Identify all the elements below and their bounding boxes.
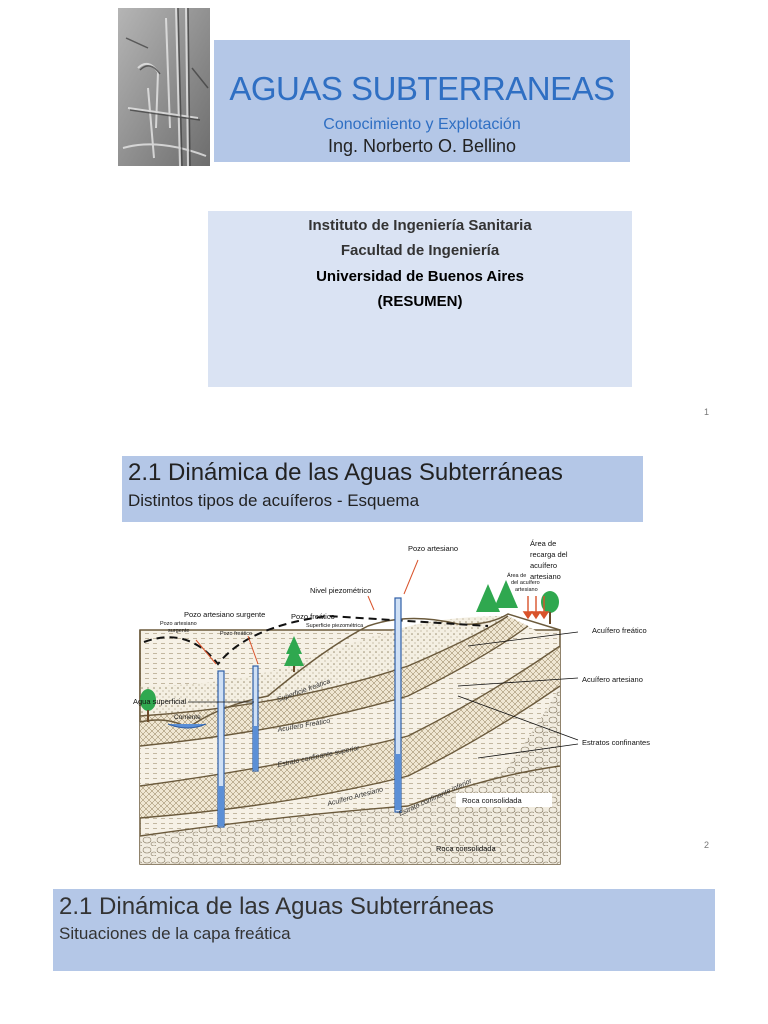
summary-note: (RESUMEN) bbox=[377, 293, 463, 310]
section-subtitle-2: Distintos tipos de acuíferos - Esquema bbox=[128, 491, 420, 510]
label-surgente-small-1: Pozo artesiano bbox=[160, 621, 197, 627]
label-nivel-piezometrico: Nivel piezométrico bbox=[310, 586, 371, 595]
faculty-name: Facultad de Ingeniería bbox=[340, 242, 500, 259]
label-area-recarga-2: recarga del bbox=[530, 550, 568, 559]
label-area-small-1: Área de bbox=[507, 572, 526, 579]
label-surgente-small-2: surgente bbox=[168, 628, 189, 634]
label-estratos-confinantes: Estratos confinantes bbox=[582, 738, 650, 747]
label-roca-consolidada-in: Roca consolidada bbox=[436, 844, 496, 853]
label-area-recarga-1: Área de bbox=[530, 539, 556, 548]
label-acuifero-freatico: Acuífero freático bbox=[592, 626, 647, 635]
label-pozo-artesiano: Pozo artesiano bbox=[408, 544, 458, 553]
section-header-3: 2.1 Dinámica de las Aguas Subterráneas S… bbox=[53, 889, 715, 971]
label-acuifero-artesiano: Acuífero artesiano bbox=[582, 675, 643, 684]
institute-name: Instituto de Ingeniería Sanitaria bbox=[308, 217, 532, 234]
label-sup-piezometrica: Superficie piezométrica bbox=[306, 623, 364, 629]
label-area-recarga-3: acuífero bbox=[530, 561, 557, 570]
label-freatico-small: Pozo freático bbox=[220, 631, 252, 637]
aquifer-diagram: Pozo artesiano Área de recarga del acuíf… bbox=[133, 539, 650, 865]
drilling-rig-image bbox=[118, 8, 210, 166]
label-roca-consolidada: Roca consolidada bbox=[462, 796, 522, 805]
label-area-recarga-4: artesiano bbox=[530, 572, 561, 581]
label-area-small-2: del acuífero bbox=[511, 580, 540, 586]
presentation-title: AGUAS SUBTERRANEAS bbox=[229, 70, 615, 107]
university-name: Universidad de Buenos Aires bbox=[316, 268, 524, 285]
label-pozo-freatico: Pozo freático bbox=[291, 612, 335, 621]
title-banner: AGUAS SUBTERRANEAS Conocimiento y Explot… bbox=[214, 40, 630, 162]
label-area-small-3: artesiano bbox=[515, 587, 538, 593]
institution-box: Instituto de Ingeniería Sanitaria Facult… bbox=[208, 211, 632, 387]
section-title-2: 2.1 Dinámica de las Aguas Subterráneas bbox=[128, 459, 563, 486]
cover-photo bbox=[118, 8, 210, 166]
section-subtitle-3: Situaciones de la capa freática bbox=[59, 924, 291, 943]
author-name: Ing. Norberto O. Bellino bbox=[327, 136, 517, 156]
label-corriente: Corriente bbox=[174, 714, 201, 721]
label-agua-superficial: Agua superficial bbox=[133, 697, 187, 706]
page-number-1: 1 bbox=[704, 407, 710, 417]
presentation-subtitle: Conocimiento y Explotación bbox=[323, 116, 521, 133]
section-header-2: 2.1 Dinámica de las Aguas Subterráneas D… bbox=[122, 456, 643, 522]
label-pozo-surgente: Pozo artesiano surgente bbox=[184, 610, 265, 619]
page-number-2: 2 bbox=[704, 840, 710, 850]
section-title-3: 2.1 Dinámica de las Aguas Subterráneas bbox=[59, 893, 494, 920]
